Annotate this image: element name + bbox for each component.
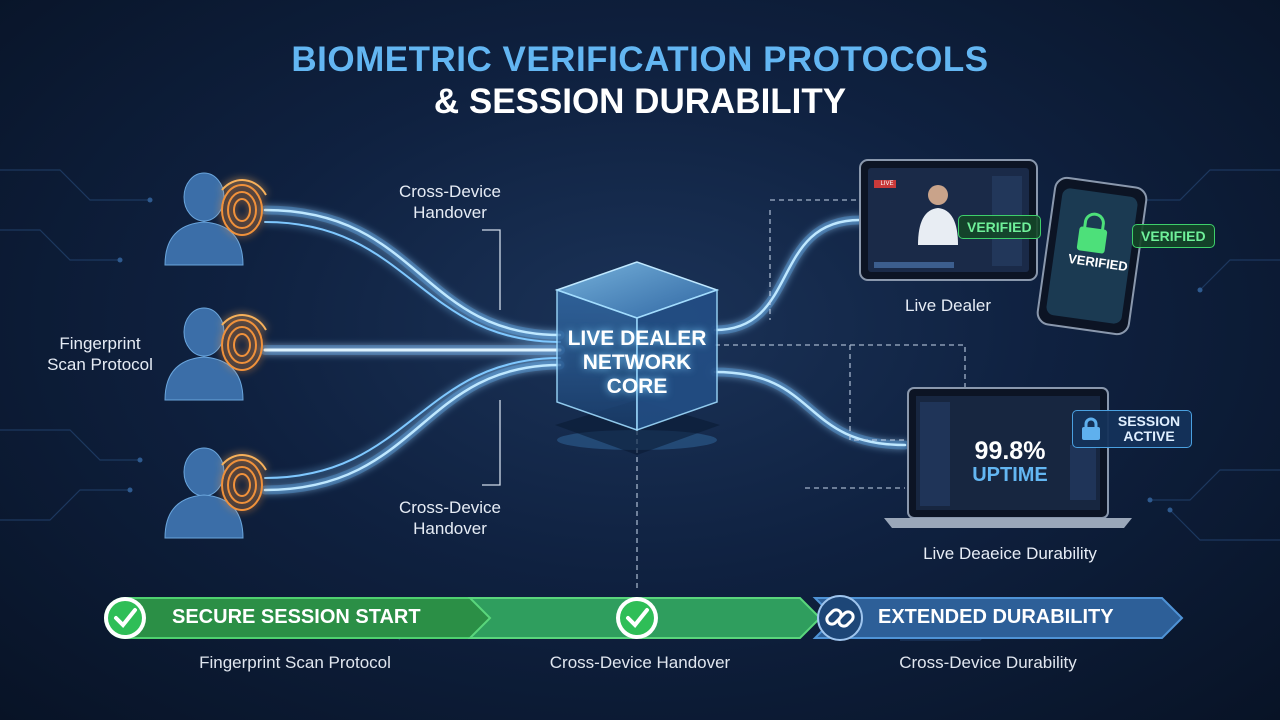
lock-icon: [1082, 417, 1100, 440]
network-core-label: LIVE DEALER NETWORK CORE: [567, 327, 707, 398]
data-streams-left: [260, 205, 565, 495]
phone-device: [1036, 176, 1148, 336]
data-streams-right: [710, 215, 910, 450]
tablet-rec-indicator: LIVE: [880, 181, 894, 187]
tablet-verified-badge: VERIFIED: [958, 215, 1041, 239]
handover-label-bottom: Cross-Device Handover: [398, 498, 502, 538]
network-core-cube: [554, 261, 720, 455]
tablet-device: [859, 159, 1038, 281]
check-icon-1: [104, 597, 146, 639]
progress-bar: [104, 597, 1184, 639]
session-active-badge: SESSION ACTIVE: [1072, 410, 1192, 448]
bottom-label-fingerprint: Fingerprint Scan Protocol: [199, 653, 391, 672]
uptime-value: 99.8%: [974, 437, 1046, 465]
phone-verified-badge: VERIFIED: [1132, 224, 1215, 248]
user-silhouette-icon-3: [164, 447, 244, 539]
link-icon: [817, 595, 863, 641]
bottom-label-durability: Cross-Device Durability: [899, 653, 1077, 672]
step-secure-session-start: SECURE SESSION START: [172, 606, 421, 628]
laptop-device: [884, 387, 1132, 528]
handover-label-top: Cross-Device Handover: [398, 182, 502, 222]
title-line-2: & SESSION DURABILITY: [433, 82, 847, 121]
handover-brackets: [482, 229, 501, 486]
fingerprint-icon-3: [221, 454, 267, 511]
user-silhouette-icon-1: [164, 172, 244, 266]
fingerprint-icon-1: [221, 179, 267, 236]
fingerprint-scan-label: Fingerprint Scan Protocol: [47, 334, 153, 374]
live-dealer-label: Live Dealer: [905, 296, 991, 315]
fingerprint-icon-2: [221, 314, 267, 371]
check-icon-2: [616, 597, 658, 639]
title-line-1: BIOMETRIC VERIFICATION PROTOCOLS: [291, 40, 989, 79]
session-active-text: SESSION ACTIVE: [1117, 413, 1181, 444]
durability-label: Live Deaeice Durability: [923, 544, 1097, 563]
bottom-label-handover: Cross-Device Handover: [549, 653, 731, 672]
user-silhouette-icon-2: [164, 307, 244, 401]
uptime-label: UPTIME: [972, 464, 1048, 486]
dashed-connectors: [636, 199, 966, 592]
step-extended-durability: EXTENDED DURABILITY: [878, 606, 1114, 628]
